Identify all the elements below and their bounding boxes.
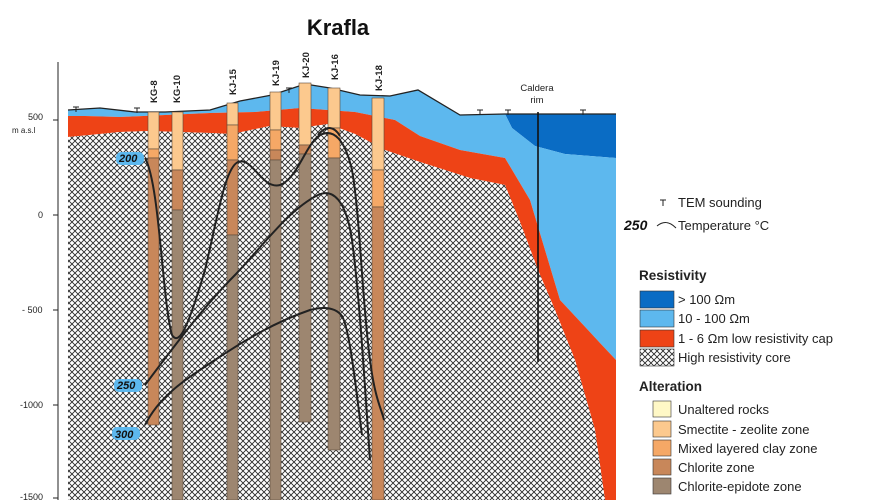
isotherm-label-300-box bbox=[112, 427, 140, 440]
resistivity-high-zone bbox=[505, 114, 616, 158]
well-kg-8 bbox=[147, 111, 160, 426]
legend-resistivity-cap: 1 - 6 Ωm low resistivity cap bbox=[678, 331, 833, 346]
swatch-resistivity-core bbox=[639, 348, 675, 367]
caldera-label-line2: rim bbox=[530, 95, 543, 106]
legend-chlorite-epidote: Chlorite-epidote zone bbox=[678, 479, 802, 494]
legend-resistivity-medium: 10 - 100 Ωm bbox=[678, 311, 750, 326]
legend-smectite-zeolite: Smectite - zeolite zone bbox=[678, 422, 810, 437]
isotherm-300 bbox=[144, 307, 363, 436]
well-label-kg-8: KG-8 bbox=[149, 80, 160, 103]
well-kj-19 bbox=[269, 91, 282, 500]
swatch-smectite-zeolite bbox=[652, 420, 672, 438]
legend-resistivity-high: > 100 Ωm bbox=[678, 292, 735, 307]
isotherm-minor bbox=[317, 127, 341, 137]
resistivity-medium-zone bbox=[68, 84, 616, 360]
well-kj-20 bbox=[298, 82, 312, 423]
legend-unaltered: Unaltered rocks bbox=[678, 402, 770, 417]
tick-label-minus-1500: -1500 bbox=[20, 492, 43, 500]
tick-label-500: 500 bbox=[28, 112, 43, 122]
chart-title: Krafla bbox=[307, 15, 370, 40]
isotherm-label-250-box bbox=[114, 379, 142, 392]
swatch-resistivity-medium bbox=[639, 309, 675, 328]
tick-label-minus-500: - 500 bbox=[22, 305, 43, 315]
isotherm-label-200: 200 bbox=[118, 153, 138, 165]
legend-resistivity-core: High resistivity core bbox=[678, 350, 791, 365]
isotherm-label-200-box bbox=[116, 152, 144, 165]
well-label-kj-19: KJ-19 bbox=[271, 60, 282, 86]
tick-label-0: 0 bbox=[38, 210, 43, 220]
isotherm-label-250: 250 bbox=[116, 380, 136, 392]
well-kg-10 bbox=[171, 111, 184, 500]
swatch-resistivity-high bbox=[639, 290, 675, 309]
swatch-unaltered bbox=[652, 400, 672, 418]
y-axis-ticks bbox=[53, 119, 58, 499]
legend-resistivity-title: Resistivity bbox=[639, 268, 707, 283]
well-kj-15 bbox=[226, 102, 239, 500]
tem-sounding-icon bbox=[660, 199, 666, 206]
swatch-chlorite bbox=[652, 458, 672, 476]
y-axis-units: m a.s.l bbox=[12, 126, 36, 135]
legend-mixed-layered-clay: Mixed layered clay zone bbox=[678, 441, 817, 456]
swatch-mixed-layered-clay bbox=[652, 439, 672, 457]
well-kj-16 bbox=[327, 87, 341, 451]
legend-chlorite: Chlorite zone bbox=[678, 460, 755, 475]
caldera-label-line1: Caldera bbox=[520, 83, 554, 94]
legend-alteration-title: Alteration bbox=[639, 379, 702, 394]
temperature-line-icon bbox=[656, 222, 677, 229]
well-label-kj-15: KJ-15 bbox=[228, 68, 239, 95]
well-label-kg-10: KG-10 bbox=[172, 75, 183, 103]
tem-sounding-markers bbox=[73, 87, 586, 115]
isotherm-label-300: 300 bbox=[115, 429, 134, 441]
swatch-chlorite-epidote bbox=[652, 477, 672, 495]
well-label-kj-16: KJ-16 bbox=[330, 54, 341, 80]
isotherm-200 bbox=[144, 132, 385, 421]
legend-tem: TEM sounding bbox=[678, 195, 762, 210]
tick-label-minus-1000: -1000 bbox=[20, 400, 43, 410]
legend: TEM sounding 250 Temperature °C Resistiv… bbox=[623, 195, 833, 495]
isotherm-250 bbox=[144, 192, 371, 461]
legend-temperature-label: Temperature °C bbox=[678, 218, 769, 233]
legend-temperature-value: 250 bbox=[623, 217, 648, 233]
swatch-resistivity-cap bbox=[639, 329, 675, 348]
well-kj-18 bbox=[371, 97, 385, 500]
well-label-kj-20: KJ-20 bbox=[301, 52, 312, 78]
well-label-kj-18: KJ-18 bbox=[374, 65, 385, 91]
